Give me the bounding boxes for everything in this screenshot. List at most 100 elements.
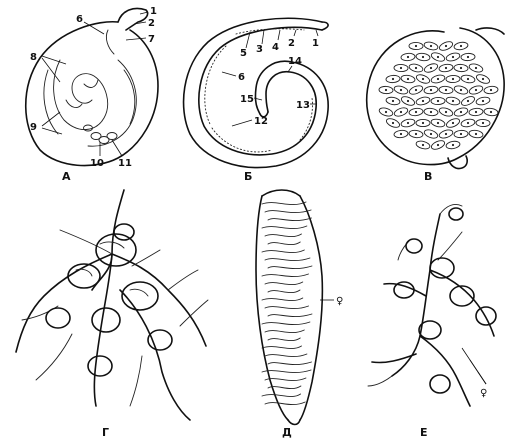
panel-v-egg-embryo — [407, 122, 409, 124]
panel-d-texture-stroke — [262, 346, 301, 349]
panel-v-egg-embryo — [415, 67, 417, 69]
panel-g-gall — [122, 282, 158, 310]
panel-v-egg-embryo — [475, 89, 477, 91]
panel-b-label-2: 2 — [288, 38, 295, 49]
panel-e-main-root — [392, 214, 440, 376]
panel-v-egg-embryo — [415, 133, 417, 135]
panel-v-egg-embryo — [422, 144, 424, 146]
panel-v-egg-embryo — [490, 89, 492, 91]
panel-g-rootlet — [36, 334, 72, 380]
panel-e-female — [406, 239, 422, 253]
panel-d-texture-stroke — [268, 362, 311, 365]
panel-v-egg-embryo — [422, 122, 424, 124]
panel-b-label-12: 12 — [254, 116, 268, 127]
panel-d-texture-stroke — [268, 290, 300, 293]
panel-a-coil-2 — [88, 60, 136, 146]
panel-d-texture-stroke — [268, 266, 312, 269]
panel-v-egg-embryo — [467, 56, 469, 58]
panel-g-gall — [46, 308, 70, 328]
panel-v-cyst-outline — [367, 28, 504, 165]
panel-a-coil-3 — [124, 70, 135, 124]
panel-d-texture-stroke — [262, 226, 307, 229]
panel-b-gut-stipple — [212, 128, 272, 152]
panel-e-rootlet — [368, 376, 392, 386]
panel-v-egg-embryo — [430, 133, 432, 135]
panel-a-coil-1 — [54, 60, 108, 130]
panel-a-label-10: 10 — [90, 158, 104, 169]
panel-v-egg-embryo — [400, 89, 402, 91]
panel-g-gall — [114, 224, 134, 240]
panel-v-egg-embryo — [460, 133, 462, 135]
panel-d-texture-stroke — [265, 234, 301, 237]
panel-d-texture-stroke — [268, 314, 312, 317]
panel-v-egg-embryo — [400, 133, 402, 135]
panel-v-egg-embryo — [422, 78, 424, 80]
panel-a-outline — [26, 22, 158, 166]
panel-b-leader-12 — [232, 120, 252, 126]
panel-v-egg-embryo — [415, 45, 417, 47]
panel-a-coil-4 — [44, 70, 58, 134]
panel-b-leader-6 — [222, 72, 236, 76]
panel-v-egg-embryo — [385, 111, 387, 113]
panel-a-label-9: 9 — [30, 122, 37, 133]
panel-v-egg-embryo — [445, 45, 447, 47]
panel-a-egg — [107, 133, 117, 140]
panel-d-texture-stroke — [265, 258, 310, 261]
panel-v-egg-embryo — [445, 89, 447, 91]
panel-a-drawing — [26, 9, 158, 166]
panel-v-egg-embryo — [437, 56, 439, 58]
panel-g-drawing — [16, 190, 208, 420]
panel-b-drawing — [184, 18, 329, 167]
panel-v-egg-embryo — [467, 100, 469, 102]
panel-g-rootlet — [22, 306, 58, 320]
panel-d-drawing — [256, 190, 334, 425]
panel-e-branch-3 — [420, 336, 470, 406]
panel-b-label-1: 1 — [312, 38, 319, 49]
panel-v-drawing — [367, 28, 504, 169]
panel-d-top — [262, 190, 300, 196]
panel-a-egg — [84, 125, 93, 131]
panel-v-egg-embryo — [482, 122, 484, 124]
panel-v-egg-embryo — [430, 111, 432, 113]
panel-a-label-6: 6 — [76, 14, 83, 25]
panel-v-egg-embryo — [452, 100, 454, 102]
panel-v-egg-embryo — [422, 56, 424, 58]
panel-v-egg-embryo — [437, 144, 439, 146]
panel-b-label-15: 15 — [240, 94, 254, 105]
panel-b-gut-stipple — [205, 46, 226, 124]
panel-v-egg-embryo — [467, 122, 469, 124]
panel-e-drawing — [368, 204, 496, 406]
panel-d-texture-stroke — [268, 218, 311, 221]
panel-v-egg-embryo — [460, 67, 462, 69]
panel-d-texture-stroke — [265, 378, 306, 381]
panel-b-letter: Б — [244, 170, 252, 183]
panel-a-leader-9b — [42, 128, 62, 134]
panel-g-gall — [92, 308, 120, 332]
panel-e-female — [430, 375, 450, 393]
panel-v-egg-embryo — [460, 111, 462, 113]
panel-d-texture-stroke — [262, 202, 306, 205]
panel-v-egg-embryo — [452, 78, 454, 80]
panel-v-egg-embryo — [437, 78, 439, 80]
panel-d-texture-stroke — [265, 306, 309, 309]
panel-v-egg-embryo — [460, 45, 462, 47]
panel-v-egg-embryo — [422, 100, 424, 102]
panel-b-label-14: 14 — [288, 56, 302, 67]
panel-e-branch-2 — [384, 284, 426, 296]
panel-v-egg-embryo — [452, 122, 454, 124]
panel-v-egg-embryo — [392, 100, 394, 102]
panel-e-female — [449, 208, 463, 220]
panel-a-leader-7 — [126, 38, 146, 40]
panel-v-egg-embryo — [482, 100, 484, 102]
panel-v-egg-embryo — [467, 78, 469, 80]
panel-b-labels: 1 2 3 4 5 6 12 13 14 15 Б — [238, 38, 319, 183]
panel-b-leader-3 — [262, 30, 264, 44]
panel-d-tip — [288, 420, 300, 425]
panel-v-eggs — [378, 40, 498, 151]
panel-v-egg-embryo — [452, 144, 454, 146]
panel-a-head — [118, 9, 148, 31]
panel-e-female — [419, 321, 441, 339]
panel-g-letter: Г — [102, 426, 109, 439]
